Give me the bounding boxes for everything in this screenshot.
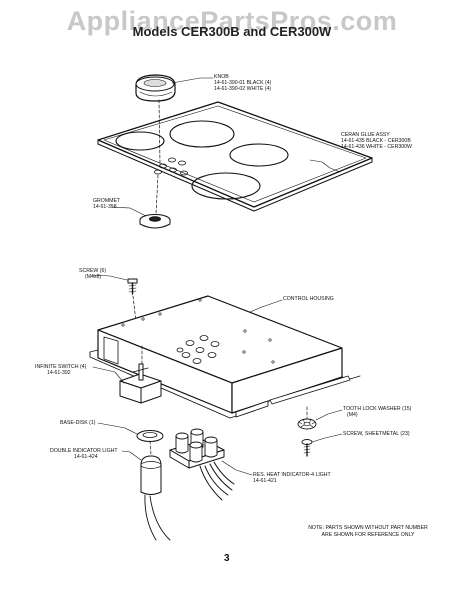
callout-knob-part-black: 14-61-390-01 BLACK (4) <box>214 80 272 86</box>
callout-tooth-lock-washer: TOOTH LOCK WASHER (15) (M4) <box>343 406 411 418</box>
infinite-switch-part <box>119 363 162 404</box>
callout-double-indicator-light: DOUBLE INDICATOR LIGHT 14-61-424 <box>50 448 118 460</box>
double-indicator-light-part <box>140 455 171 541</box>
reference-note: NOTE: PARTS SHOWN WITHOUT PART NUMBER AR… <box>298 525 438 538</box>
tooth-lock-washer-part <box>297 418 317 430</box>
callout-knob: KNOB 14-61-390-01 BLACK (4) 14-61-390-02… <box>214 74 271 92</box>
ceran-glass-cooktop <box>97 101 373 212</box>
leader-lines <box>91 77 343 476</box>
res-heat-indicator-light-part <box>169 428 235 501</box>
control-housing-part <box>89 295 361 419</box>
grommet-part <box>139 213 171 229</box>
callout-ceran-name: CERAN GLUE ASSY <box>341 132 390 138</box>
callout-res-heat-part: 14-61-421 <box>253 478 277 484</box>
callout-screw-sheetmetal-name: SCREW, SHEETMETAL (23) <box>343 431 410 437</box>
callout-base-disk: BASE-DISK (1) <box>60 420 95 426</box>
callout-ceran-part-black: 14-61-435 BLACK - CER300B <box>341 138 411 144</box>
reference-note-line2: ARE SHOWN FOR REFERENCE ONLY <box>321 531 415 538</box>
diagram-title: Models CER300B and CER300W <box>132 24 332 39</box>
callout-control-housing-name: CONTROL HOUSING <box>283 296 334 302</box>
watermark: AppliancePartsPros.com <box>66 6 398 36</box>
callout-double-light-name: DOUBLE INDICATOR LIGHT <box>50 448 118 454</box>
base-disk-part <box>136 430 164 442</box>
callout-double-light-part: 14-61-424 <box>74 454 98 460</box>
callout-infinite-switch-part: 14-61-392 <box>47 370 71 376</box>
callout-screw: SCREW (6) (M4x8) <box>79 268 106 280</box>
callout-knob-name: KNOB <box>214 74 229 80</box>
knob-part <box>135 74 176 102</box>
callout-grommet-name: GROMMET <box>93 198 121 204</box>
callout-knob-part-white: 14-61-390-02 WHITE (4) <box>214 86 272 92</box>
callout-control-housing: CONTROL HOUSING <box>283 296 334 302</box>
callout-tooth-washer-size: (M4) <box>347 412 358 418</box>
reference-note-line1: NOTE: PARTS SHOWN WITHOUT PART NUMBER <box>308 525 428 531</box>
callout-ceran-part-white: 14-61-436 WHITE - CER300W <box>341 144 412 150</box>
callout-grommet: GROMMET 14-61-358 <box>93 198 120 210</box>
callout-screw-name: SCREW (6) <box>79 268 107 274</box>
screw-m4x8-part <box>127 278 138 295</box>
callout-screw-size: (M4x8) <box>85 274 102 280</box>
callout-infinite-switch: INFINITE SWITCH (4) 14-61-392 <box>35 364 86 376</box>
callout-screw-sheetmetal: SCREW, SHEETMETAL (23) <box>343 431 410 437</box>
callout-tooth-washer-name: TOOTH LOCK WASHER (15) <box>343 406 412 412</box>
callout-base-disk-name: BASE-DISK (1) <box>60 420 96 426</box>
callout-res-heat-name: RES. HEAT INDICATOR-4 LIGHT <box>253 472 331 478</box>
callout-infinite-switch-name: INFINITE SWITCH (4) <box>35 364 87 370</box>
callout-grommet-part: 14-61-358 <box>93 204 117 210</box>
page-number: 3 <box>224 553 230 564</box>
screw-sheetmetal-part <box>301 439 313 457</box>
callout-ceran-glue-assy: CERAN GLUE ASSY 14-61-435 BLACK - CER300… <box>341 132 412 150</box>
callout-res-heat-indicator: RES. HEAT INDICATOR-4 LIGHT 14-61-421 <box>253 472 331 484</box>
